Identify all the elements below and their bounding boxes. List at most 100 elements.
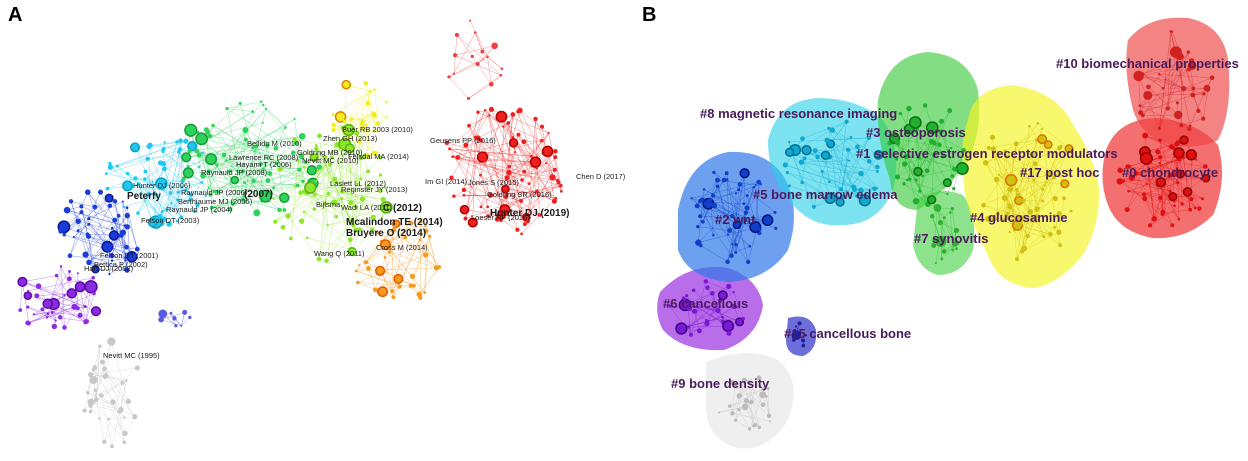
network-edge [1159,74,1213,79]
network-node [1058,243,1063,248]
network-node [847,159,851,162]
network-edge [214,152,294,192]
network-node [725,259,730,265]
network-edge [790,151,815,207]
network-node [176,190,180,194]
network-node [364,123,368,127]
network-edge [381,241,440,268]
author-label: Nevitt MC (1995) [103,351,160,360]
author-label: (2007) [244,189,273,200]
network-edge [405,223,412,238]
network-edge [1138,65,1193,77]
network-edge [189,150,269,202]
network-node [1171,145,1175,149]
network-node [757,425,762,430]
network-node [380,196,386,203]
network-node [537,213,542,217]
network-node [499,218,503,223]
network-node [844,119,849,124]
network-edge [735,245,750,253]
network-node [214,210,217,214]
network-node [1180,54,1184,59]
network-edge [197,132,257,147]
network-node [207,133,213,139]
network-node [278,192,290,204]
network-node [277,166,283,172]
network-node [40,307,45,312]
network-node [756,375,762,381]
network-node [1182,187,1193,197]
network-edge [1009,206,1045,237]
network-node [1034,214,1039,218]
network-edge [510,172,540,216]
network-node [824,137,830,143]
network-edge [469,20,488,57]
network-edge [994,154,1033,220]
network-node [921,174,924,178]
network-node [125,379,128,382]
network-edge [138,183,178,222]
network-edge [1170,31,1184,89]
network-node [1187,61,1197,70]
network-node [513,140,517,143]
network-node [539,124,545,129]
network-node [1164,78,1167,81]
network-node [184,188,188,192]
network-edge [1030,211,1051,235]
network-node [66,288,78,299]
network-node [1069,209,1073,213]
network-node [756,179,762,185]
network-node [120,380,125,385]
network-edge [183,178,211,196]
network-edge [178,182,202,193]
network-edge [160,319,182,327]
network-node [1175,140,1181,146]
network-edge [105,341,112,377]
network-node [134,246,140,252]
network-node [79,204,84,209]
network-node [105,186,110,191]
network-node [541,145,554,158]
network-edge [726,173,749,263]
network-edge [748,382,764,405]
network-node [519,199,524,203]
network-node [385,116,388,119]
network-node [950,207,955,211]
network-node [687,306,693,312]
network-node [76,272,79,275]
network-edge [801,161,848,193]
network-edge [748,382,760,428]
network-node [685,294,689,298]
network-node [950,146,953,150]
network-edge [1146,152,1180,185]
network-node [737,302,740,305]
network-edge [229,129,246,172]
network-edge [1016,163,1036,191]
network-edge [854,154,879,190]
network-edge [686,295,707,321]
network-node [203,127,209,133]
network-node [747,427,752,431]
network-edge [181,187,195,212]
network-edge [110,148,164,168]
network-node [851,184,857,190]
network-edge [138,183,153,223]
network-node [59,265,63,268]
network-node [951,249,955,252]
network-node [230,175,240,185]
network-edge [490,190,537,196]
network-edge [477,137,558,181]
network-node [1143,90,1153,100]
author-label: Jones S (2015) [468,178,519,187]
network-node [254,144,259,149]
network-node [996,211,1000,216]
network-node [97,189,104,195]
network-edge [691,198,750,247]
cluster-label-c4: #4 glucosamine [970,210,1068,225]
network-node [835,197,845,207]
network-node [262,167,265,170]
network-node [125,171,130,176]
network-node [687,325,691,329]
network-edge [148,145,151,195]
network-node [126,250,138,263]
